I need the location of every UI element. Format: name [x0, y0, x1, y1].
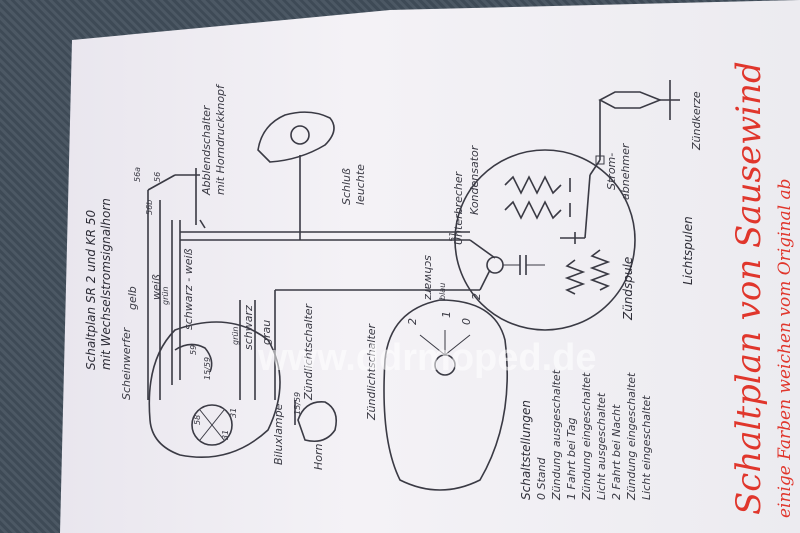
watermark: www.ddrmoped.de	[257, 337, 597, 379]
handwritten-title: Schaltplan von Sausewind	[729, 61, 769, 515]
label-weiss: weiß	[150, 274, 163, 300]
handwritten-note: einige Farben weichen vom Original ab	[775, 179, 795, 519]
ignition-coil-2	[589, 249, 611, 291]
spark-plug-icon	[598, 91, 663, 109]
terminal-56a: 56a	[133, 167, 142, 182]
label-biluxlampe: Biluxlampe	[272, 403, 285, 465]
title-line-1: Schaltplan SR 2 und KR 50	[84, 210, 98, 370]
switch-pos-1: 1	[440, 311, 453, 318]
terminal-56b: 56b	[145, 200, 154, 215]
tail-light-icon	[257, 111, 335, 163]
label-abnehmer: abnehmer	[619, 142, 632, 200]
label-leuchte: leuchte	[354, 164, 367, 205]
title-block: Schaltplan SR 2 und KR 50 mit Wechselstr…	[84, 198, 113, 370]
pickup-terminal	[595, 155, 605, 165]
legend-item: Zündung eingeschaltet	[580, 372, 593, 501]
label-lichtspulen: Lichtspulen	[681, 216, 695, 285]
label-blau: blau	[438, 283, 447, 300]
label-zuendkerze: Zündkerze	[690, 91, 703, 151]
title-line-2: mit Wechselstromsignalhorn	[99, 198, 113, 370]
horn-icon	[297, 401, 338, 443]
terminal-59: 59	[189, 345, 198, 355]
terminal-56: 56	[153, 172, 162, 182]
legend-item: 1 Fahrt bei Tag	[565, 418, 578, 500]
label-kondensator: Kondensator	[468, 144, 481, 215]
legend-item: Zündung eingeschaltet	[625, 372, 638, 501]
switch-pos-2: 2	[406, 318, 419, 325]
light-coil-2	[504, 200, 562, 220]
bilux-bulb-icon	[191, 404, 233, 446]
label-unterbrecher: Unterbrecher	[452, 170, 465, 245]
ignition-light-switch-housing	[383, 299, 509, 491]
label-gruen: grün	[161, 286, 170, 305]
ignition-coil-1	[564, 259, 586, 295]
switch-pos-0: 0	[460, 318, 473, 325]
label-horndruckknopf: mit Horndruckknopf	[214, 83, 227, 195]
label-strom: Strom-	[605, 153, 618, 190]
legend-item: 0 Stand	[535, 456, 548, 500]
terminal-31-b: 31	[221, 430, 230, 440]
label-scheinwerfer: Scheinwerfer	[120, 326, 133, 400]
label-zuendlichtschalter-2: Zündlichtschalter	[365, 322, 378, 421]
switch-pos-2b: 2	[470, 293, 483, 300]
light-coil-1	[504, 175, 562, 195]
terminal-31: 31	[229, 408, 238, 418]
label-schwarz-weiss: schwarz - weiß	[182, 248, 195, 330]
label-schwarz: schwarz	[242, 305, 255, 350]
terminal-58: 58	[193, 415, 202, 425]
label-horn: Horn	[312, 443, 325, 470]
legend-heading: Schaltstellungen	[519, 400, 533, 500]
legend-item: Licht ausgeschaltet	[595, 392, 608, 500]
terminal-51: 51	[448, 232, 457, 242]
legend-item: Zündung ausgeschaltet	[550, 369, 563, 501]
label-gruen-2: grün	[231, 326, 240, 345]
switch-positions-legend: Schaltstellungen 0 Stand Zündung ausgesc…	[519, 369, 653, 501]
label-gelb: gelb	[126, 286, 139, 310]
label-zuendlichtschalter: Zündlichtschalter	[302, 302, 315, 401]
label-zuendspule: Zündspule	[621, 257, 635, 321]
headlight-switch-plate	[174, 343, 213, 373]
paper-sheet	[60, 0, 800, 533]
label-schluss: Schluß	[340, 168, 353, 205]
terminal-15-59-b: 15/59	[293, 392, 302, 415]
label-abblendschalter: Abblendschalter	[200, 104, 213, 196]
label-grau: grau	[260, 320, 273, 345]
label-schwarz-main: schwarz	[422, 255, 435, 300]
dimmer-switch-lever	[147, 174, 176, 191]
terminal-15-59: 15/59	[203, 357, 212, 380]
legend-item: Licht eingeschaltet	[640, 395, 653, 500]
headlight-housing	[148, 321, 281, 458]
legend-item: 2 Fahrt bei Nacht	[610, 404, 623, 500]
